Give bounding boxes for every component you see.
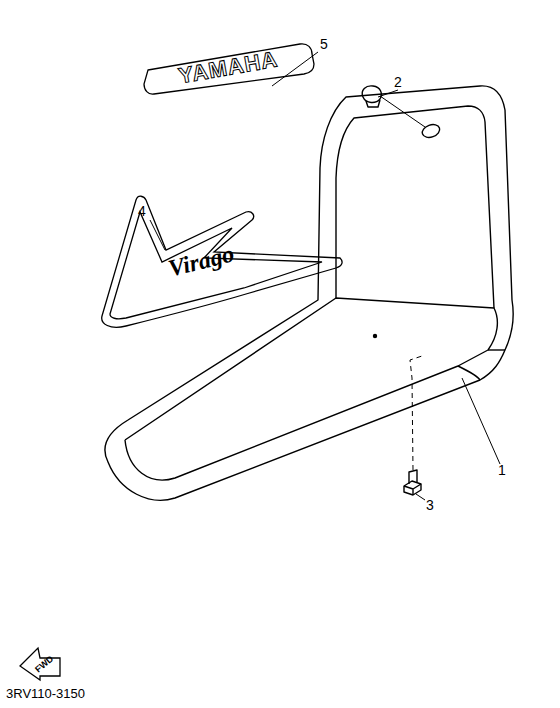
vee-outline [102, 196, 342, 327]
leader-line [462, 378, 500, 464]
vee-inner [110, 212, 322, 319]
decal-outline [144, 44, 314, 94]
callout-number: 2 [394, 74, 402, 90]
callout-number: 4 [138, 203, 146, 219]
bolt [409, 470, 417, 484]
forward-arrow: FWD [18, 646, 62, 682]
grommet [366, 100, 380, 107]
seat-side-band [488, 349, 505, 350]
bolt [404, 484, 421, 495]
leader-line [378, 90, 398, 97]
outline-group [20, 648, 60, 680]
callout-number: 5 [320, 36, 328, 52]
callout-number: 3 [426, 497, 434, 513]
seat-mark [374, 335, 377, 338]
outline-group [144, 44, 314, 94]
seat-outline [105, 86, 513, 500]
emblem-virago-text: Virago [165, 240, 236, 282]
leader-line [416, 494, 425, 500]
diagram-code: 3RV110-3150 [6, 686, 85, 701]
emblem-virago: Virago [96, 190, 346, 332]
decal-yamaha: YAMAHA [140, 40, 316, 96]
leader-line [410, 356, 422, 470]
leader-line [150, 220, 165, 250]
backrest-inner [336, 106, 494, 308]
outline-group [102, 196, 342, 327]
leader-line [380, 96, 425, 127]
grommet [362, 86, 381, 103]
bolt [404, 481, 421, 495]
grommet-hole [420, 122, 441, 139]
decal-yamaha-text: YAMAHA [176, 46, 280, 89]
seat-side-band [458, 366, 480, 380]
callout-number: 1 [498, 462, 506, 478]
seat-surface [125, 298, 497, 480]
arrow-outline [20, 648, 60, 680]
